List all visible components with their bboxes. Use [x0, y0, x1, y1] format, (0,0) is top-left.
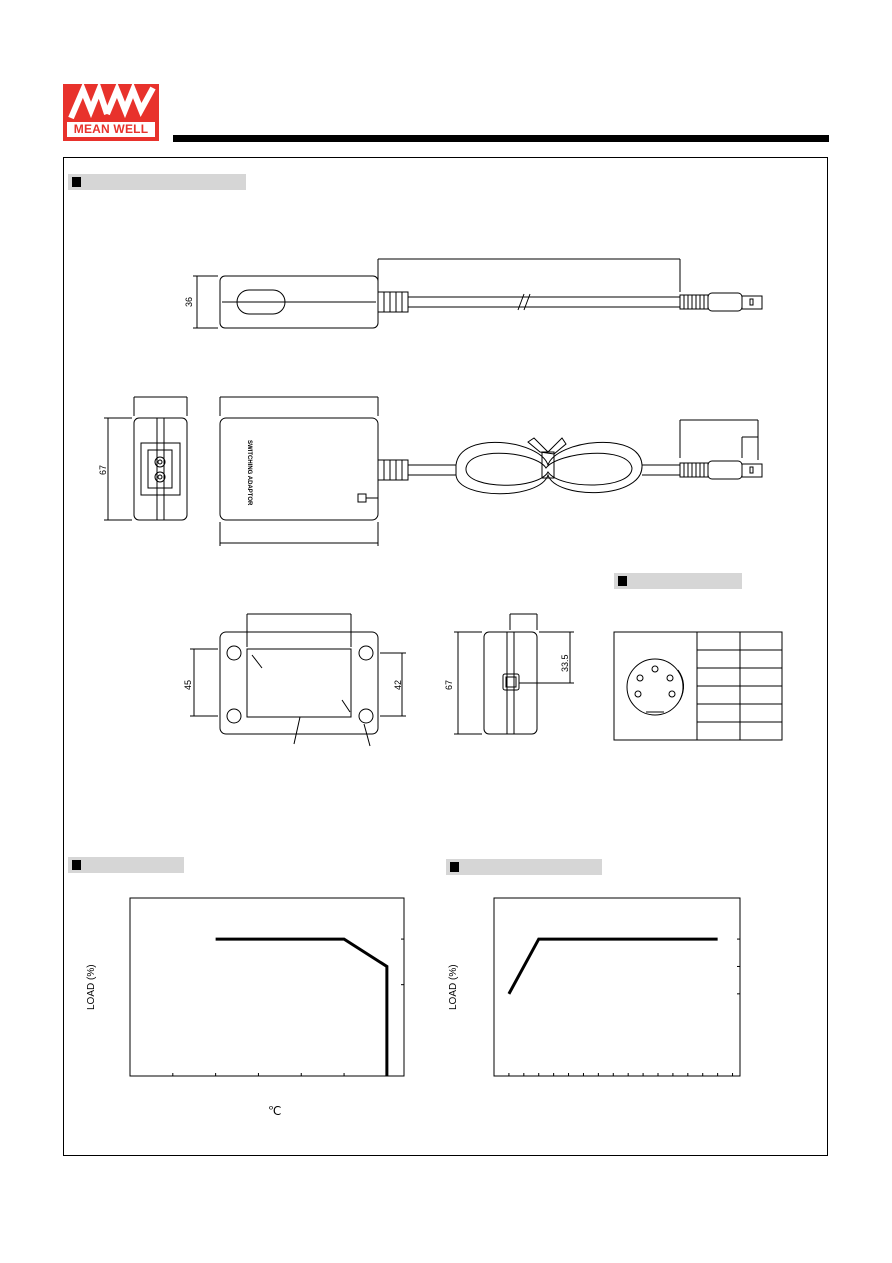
dc-plug-bottom — [679, 460, 763, 480]
static-characteristics-header — [446, 859, 602, 875]
derating-chart — [172, 937, 404, 1076]
header-rule — [173, 135, 829, 142]
dim-height-36: 36 — [184, 297, 194, 307]
case-label: SWITCHING ADAPTOR — [246, 440, 252, 506]
adaptor-top-view — [219, 417, 379, 521]
static-chart — [507, 937, 740, 1076]
dim-mount-42: 42 — [393, 680, 403, 690]
strain-relief-bottom — [377, 459, 409, 481]
plug-pinout-icon — [626, 658, 684, 716]
adaptor-end-view — [133, 417, 188, 521]
derating-xunit: ℃ — [268, 1104, 282, 1118]
static-chart-frame — [493, 897, 741, 1077]
dc-plug-top — [679, 292, 763, 312]
mean-well-logo: MEAN WELL — [63, 84, 159, 141]
derating-chart-frame — [129, 897, 405, 1077]
derating-ylabel: LOAD (%) — [86, 964, 97, 1010]
logo-text: MEAN WELL — [67, 122, 155, 137]
static-ylabel: LOAD (%) — [448, 964, 459, 1010]
derating-line — [215, 937, 389, 1076]
mechanical-spec-header — [68, 174, 246, 190]
dim-width-67: 67 — [98, 465, 108, 475]
dim-rear-67: 67 — [444, 680, 454, 690]
adaptor-bottom-view — [219, 631, 379, 735]
dim-rear-33-5: 33.5 — [560, 654, 570, 672]
static-line — [507, 937, 718, 995]
dc-plug-header — [614, 573, 742, 589]
dim-mount-45: 45 — [183, 680, 193, 690]
mw-logo-mark-icon — [68, 84, 156, 120]
strain-relief-top — [377, 291, 409, 313]
derating-curve-header — [68, 857, 184, 873]
content-frame — [63, 157, 828, 1156]
